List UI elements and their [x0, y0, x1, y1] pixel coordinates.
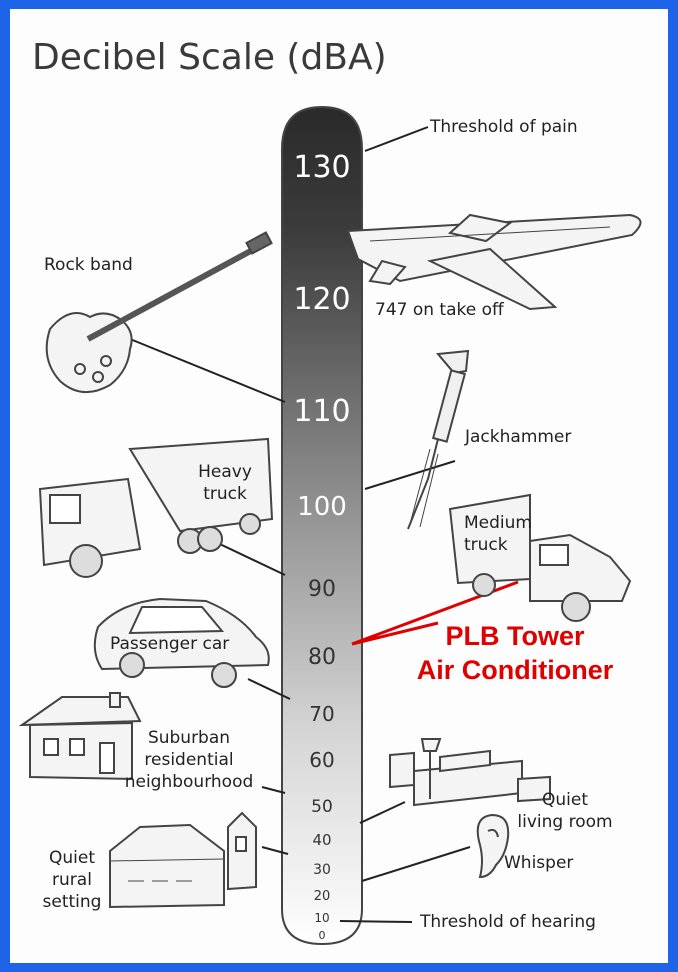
scale-tick-0: 0: [319, 929, 326, 942]
scale-tick-130: 130: [293, 150, 350, 185]
label-rock-band: Rock band: [44, 255, 133, 275]
label-heavy-truck-line2: truck: [203, 484, 247, 504]
label-medium-truck: Medium truck: [464, 512, 532, 556]
label-quiet-living-line2: living room: [517, 812, 613, 832]
plb-annotation: PLB Tower Air Conditioner: [410, 619, 620, 687]
scale-tick-30: 30: [313, 862, 331, 878]
connector-car: [247, 678, 291, 700]
connector-rockband: [129, 338, 286, 403]
connector-living: [359, 801, 406, 824]
label-heavy-truck-line1: Heavy: [198, 462, 252, 482]
label-quiet-rural-line1: Quiet: [48, 848, 95, 868]
connector-rural: [261, 846, 289, 855]
label-passenger-car: Passenger car: [110, 634, 230, 654]
house-icon: [18, 692, 142, 781]
label-quiet-rural-line2: rural: [52, 870, 92, 890]
label-suburban-line1: Suburban: [147, 728, 231, 748]
scale-tick-100: 100: [297, 492, 347, 522]
connector-lines: [129, 126, 471, 923]
connector-hearing: [339, 920, 413, 923]
connector-jackhammer: [364, 460, 456, 490]
scale-tick-50: 50: [311, 797, 333, 817]
scale-tick-90: 90: [308, 577, 336, 602]
label-quiet-rural: Quiet rural setting: [32, 847, 112, 913]
label-quiet-rural-line3: setting: [42, 892, 102, 912]
title-text: Decibel Scale (dBA): [32, 37, 387, 78]
label-heavy-truck: Heavy truck: [190, 461, 260, 505]
label-threshold-hearing: Threshold of hearing: [420, 912, 596, 932]
scale-tick-10: 10: [314, 911, 329, 925]
bedroom-icon: [389, 738, 551, 807]
label-medium-truck-line1: Medium: [464, 513, 532, 533]
jackhammer-icon: [407, 349, 470, 530]
scale-tick-70: 70: [309, 702, 334, 726]
label-threshold-pain: Threshold of pain: [430, 117, 578, 137]
scale-tick-20: 20: [314, 889, 331, 904]
label-suburban-line3: neighbourhood: [124, 772, 254, 792]
plb-annotation-line2: Air Conditioner: [416, 655, 614, 685]
heavy-truck-icon: [38, 437, 274, 578]
page-title: Decibel Scale (dBA): [32, 37, 387, 78]
connector-pain: [364, 126, 429, 152]
medium-truck-icon: [448, 493, 632, 622]
barn-icon: [109, 811, 257, 909]
diagram-panel: Decibel Scale (dBA): [10, 9, 668, 963]
thermometer-tube: [281, 105, 363, 946]
label-whisper: Whisper: [504, 853, 574, 873]
airplane-icon: [346, 213, 642, 311]
plb-annotation-line1: PLB Tower: [445, 621, 585, 651]
scale-tick-110: 110: [293, 394, 350, 429]
ear-icon: [476, 813, 510, 879]
connector-whisper: [361, 846, 471, 882]
scale-tick-80: 80: [308, 645, 336, 670]
label-quiet-living-room: Quiet living room: [510, 789, 620, 833]
label-medium-truck-line2: truck: [464, 535, 508, 555]
car-icon: [93, 597, 270, 688]
scale-tick-120: 120: [293, 282, 350, 317]
label-suburban: Suburban residential neighbourhood: [114, 727, 264, 793]
scale-tick-60: 60: [309, 748, 334, 772]
label-747: 747 on take off: [375, 300, 504, 320]
label-jackhammer: Jackhammer: [465, 427, 572, 447]
scale-tick-40: 40: [312, 831, 331, 849]
connector-suburban: [261, 786, 286, 794]
guitar-icon: [45, 231, 273, 393]
label-suburban-line2: residential: [144, 750, 234, 770]
label-quiet-living-line1: Quiet: [541, 790, 588, 810]
